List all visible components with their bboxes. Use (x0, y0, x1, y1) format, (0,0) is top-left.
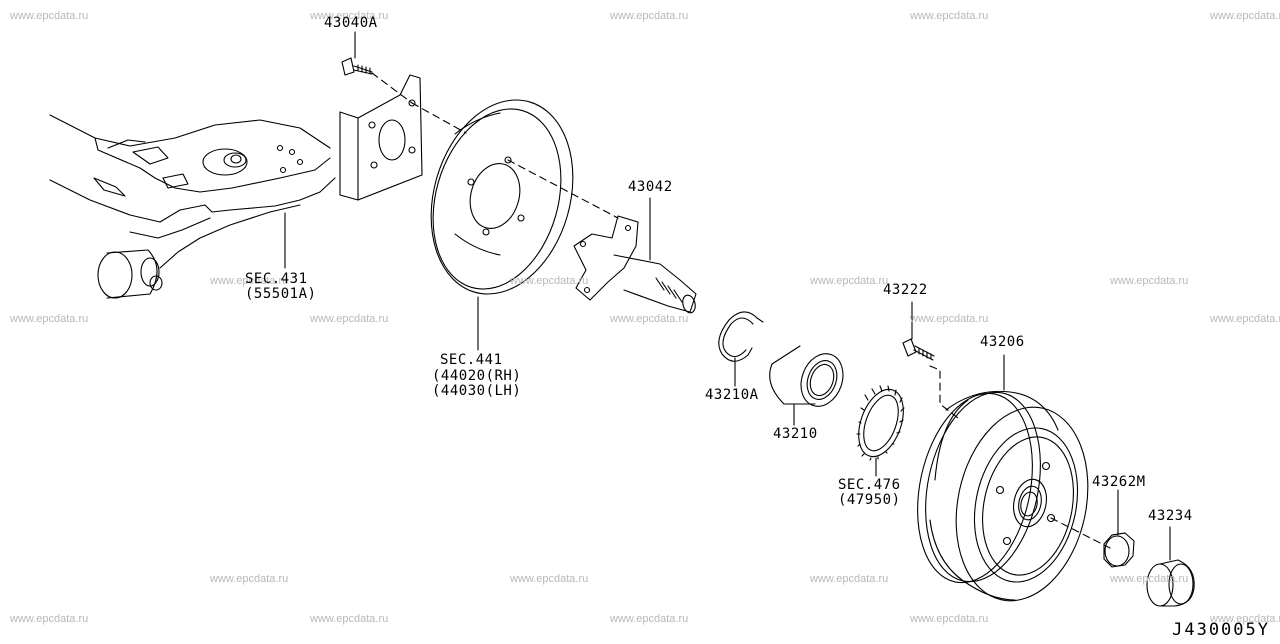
label-43040a: 43040A (324, 15, 378, 31)
label-sec476: SEC.476 (838, 477, 901, 493)
grease-cap-43234 (1147, 560, 1194, 606)
watermark-text: www.epcdata.ru (510, 275, 589, 287)
watermark-text: www.epcdata.ru (10, 313, 89, 325)
watermark-text: www.epcdata.ru (810, 275, 889, 287)
watermark-text: www.epcdata.ru (10, 10, 89, 22)
watermark-text: www.epcdata.ru (910, 313, 989, 325)
snap-ring-43210a (719, 312, 763, 361)
watermark-text: www.epcdata.ru (1210, 613, 1280, 625)
backing-plate (409, 83, 594, 311)
watermark-text: www.epcdata.ru (310, 613, 389, 625)
watermark-text: www.epcdata.ru (210, 275, 289, 287)
watermark-text: www.epcdata.ru (1210, 10, 1280, 22)
label-43042: 43042 (628, 179, 673, 195)
label-sec441-lh: (44030(LH) (432, 383, 522, 399)
label-43222: 43222 (883, 282, 928, 298)
watermark-text: www.epcdata.ru (1110, 573, 1189, 585)
axle-beam (50, 75, 422, 298)
label-43262m: 43262M (1092, 474, 1146, 490)
hub-nut-43262m (1104, 533, 1134, 567)
label-sec476-code: (47950) (838, 492, 901, 508)
watermark-text: www.epcdata.ru (610, 313, 689, 325)
label-sec441: SEC.441 (440, 352, 503, 368)
alignment-lines (372, 73, 1110, 548)
brake-drum-43206 (901, 382, 1105, 614)
watermark-text: www.epcdata.ru (810, 573, 889, 585)
bolt-43040a (342, 58, 372, 75)
hub-bolt-43222 (903, 339, 934, 360)
label-43234: 43234 (1148, 508, 1193, 524)
watermark-text: www.epcdata.ru (210, 573, 289, 585)
watermark-text: www.epcdata.ru (910, 613, 989, 625)
diagram-code: J430005Y (1172, 620, 1270, 640)
watermark-text: www.epcdata.ru (1110, 275, 1189, 287)
label-sec441-rh: (44020(RH) (432, 368, 522, 384)
spindle-43042 (574, 216, 697, 314)
watermark-text: www.epcdata.ru (610, 613, 689, 625)
label-sec431-code: (55501A) (245, 286, 317, 302)
watermark-text: www.epcdata.ru (10, 613, 89, 625)
watermark-text: www.epcdata.ru (910, 10, 989, 22)
label-sec431: SEC.431 (245, 271, 308, 287)
label-43210: 43210 (773, 426, 818, 442)
label-43210a: 43210A (705, 387, 759, 403)
sensor-rotor-sec476 (850, 383, 912, 462)
leader-lines (285, 32, 1170, 560)
watermark-text: www.epcdata.ru (610, 10, 689, 22)
watermark-text: www.epcdata.ru (310, 10, 389, 22)
label-43206: 43206 (980, 334, 1025, 350)
watermark-text: www.epcdata.ru (310, 313, 389, 325)
bearing-43210 (770, 346, 850, 412)
watermark-text: www.epcdata.ru (1210, 313, 1280, 325)
watermark-text: www.epcdata.ru (510, 573, 589, 585)
